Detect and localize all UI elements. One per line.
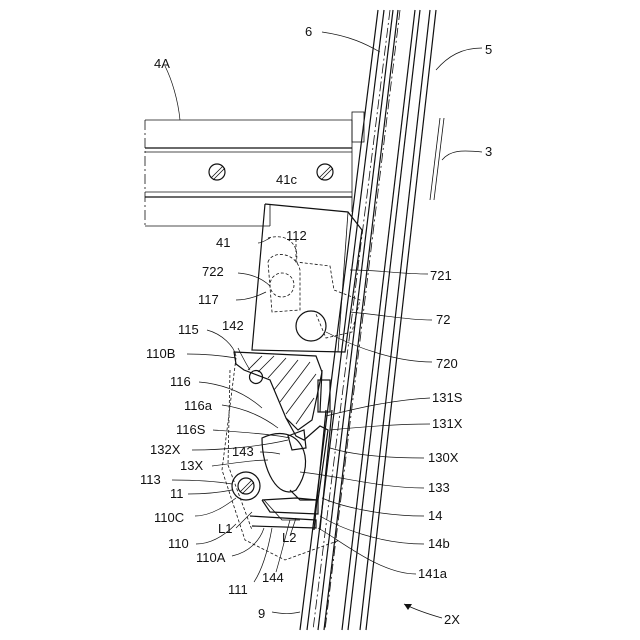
label-72: 72 (436, 312, 450, 327)
label-721: 721 (430, 268, 452, 283)
label-116s: 116S (176, 422, 206, 437)
label-113: 113 (140, 472, 161, 487)
label-141a: 141a (418, 566, 448, 581)
label-116a: 116a (184, 398, 213, 413)
label-117: 117 (198, 292, 219, 307)
label-5: 5 (485, 42, 492, 57)
label-131x: 131X (432, 416, 463, 431)
label-142: 142 (222, 318, 244, 333)
label-110c: 110C (154, 510, 184, 525)
label-132x: 132X (150, 442, 181, 457)
label-143: 143 (232, 444, 254, 459)
label-l2: L2 (282, 530, 296, 545)
label-11: 11 (170, 486, 184, 501)
label-6: 6 (305, 24, 312, 39)
label-133: 133 (428, 480, 450, 495)
label-144: 144 (262, 570, 284, 585)
label-110a: 110A (196, 550, 226, 565)
label-110: 110 (168, 536, 189, 551)
label-722: 722 (202, 264, 224, 279)
label-131s: 131S (432, 390, 463, 405)
label-14b: 14b (428, 536, 450, 551)
rail-4a (145, 112, 364, 226)
label-2x: 2X (444, 612, 460, 627)
label-110b: 110B (146, 346, 175, 361)
label-111: 111 (228, 582, 248, 597)
label-130x: 130X (428, 450, 459, 465)
hatch-lines (248, 356, 316, 424)
label-9: 9 (258, 606, 265, 621)
label-720: 720 (436, 356, 458, 371)
label-41: 41 (216, 235, 230, 250)
label-l1: L1 (218, 521, 232, 536)
label-115: 115 (178, 322, 199, 337)
label-3: 3 (485, 144, 492, 159)
label-4a: 4A (154, 56, 170, 71)
reference-labels: 6 5 4A 3 41c 41 112 722 721 117 72 115 1… (140, 24, 492, 627)
label-112: 112 (286, 228, 307, 243)
label-41c: 41c (276, 172, 297, 187)
label-116: 116 (170, 374, 191, 389)
label-13x: 13X (180, 458, 203, 473)
label-14: 14 (428, 508, 442, 523)
